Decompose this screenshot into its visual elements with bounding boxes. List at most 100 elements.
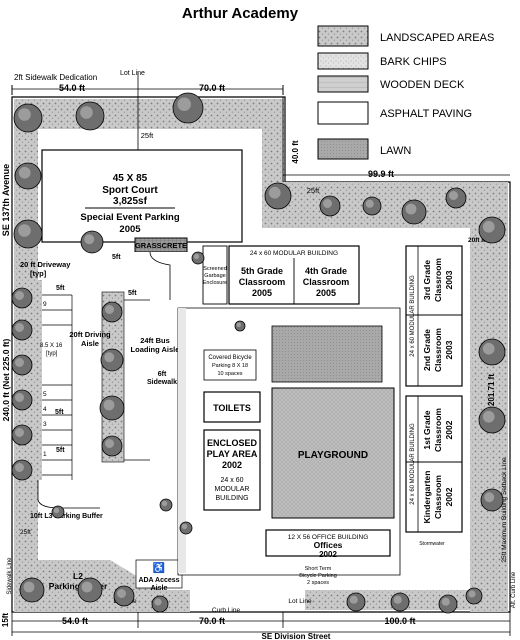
short-term-3: 2 spaces [307,580,329,586]
dim-top-mid: 70.0 ft [199,83,225,93]
enclosed-label-1: ENCLOSED [207,438,258,448]
tree-highlight [449,191,458,200]
bike-label-2: Parking 8 X 18 [212,363,248,369]
five-ft-d: 5ft [56,447,65,454]
driving-aisle-label-2: Aisle [81,339,99,348]
tree-highlight [81,581,93,593]
bottom-dimensions [11,560,511,636]
grade4-label: 4th Grade [305,266,347,276]
tree-highlight [18,108,31,121]
ada-label-2: Aisle [151,585,168,592]
tree-highlight [365,199,374,208]
tree-highlight [181,523,188,530]
five-ft-e: 5ft [112,254,121,261]
modular-east-top-label: 24 x 60 MODULAR BUILDING [410,275,416,357]
legend-label-asphalt: ASPHALT PAVING [380,108,472,120]
modular-east-bottom [405,395,463,533]
tree-highlight [482,220,495,233]
tree-highlight [193,253,200,260]
grade5-label: 5th Grade [241,266,283,276]
modular-east-top [405,245,463,387]
grade3-label: 3rd Grade [422,260,432,300]
tree-highlight [15,463,24,472]
dim-bottom-west: 54.0 ft [62,616,88,626]
tree-highlight [177,97,191,111]
office-size: 12 X 56 OFFICE BUILDING [288,534,369,541]
enclosed-year: 2002 [222,460,242,470]
playground-label: PLAYGROUND [298,450,368,461]
dim-setback-right: 25ft [307,186,320,195]
sport-court-size: 45 X 85 [113,173,148,184]
tree-highlight [154,598,162,606]
tree-highlight [104,352,115,363]
driveway-label: 20 ft Driveway [20,260,71,269]
dim-east-side: 201.71 ft [487,374,496,406]
stall-1: 1 [43,451,47,458]
tree-highlight [53,507,60,514]
bike-label-3: 10 spaces [217,371,242,377]
office-building [265,529,391,557]
modular-east-bottom-label: 24 x 60 MODULAR BUILDING [410,423,416,505]
tree-highlight [393,595,402,604]
legend-swatch-bark [317,52,369,70]
office-year: 2002 [319,550,337,559]
driving-aisle-label: 20ft Driving [69,330,111,339]
kinder-label-2: Classroom [433,475,443,519]
legend-swatch-lawn [317,138,369,160]
playground [271,387,395,519]
tree-highlight [482,342,495,355]
lot-line-label-bm: Lot Line [288,598,312,605]
garbage-label-2: Garbage [204,273,225,279]
dim-west-side: 240.0 ft (Net 225.0 ft) [1,338,11,421]
l3-buffer-label: 10ft L3 Parking Buffer [30,513,103,520]
stall-9: 9 [43,301,47,308]
tree-highlight [161,500,168,507]
dim-east-top: 99.9 ft [368,169,394,179]
tree-highlight [105,305,114,314]
legend-label-landscaped: LANDSCAPED AREAS [380,32,494,44]
trees-group [11,92,506,614]
top-dimensions: 2ft Sidewalk Dedication Lot Line 54.0 ft… [11,70,510,195]
stall-5: 5 [43,391,47,398]
stall-3: 3 [43,421,47,428]
tree-highlight [349,595,358,604]
bus-aisle-label: 24ft Bus [140,336,170,345]
grade1-year: 2002 [444,420,454,439]
tree-highlight [15,323,24,332]
sidewalk-dedication-label: 2ft Sidewalk Dedication [14,73,97,82]
tree-highlight [105,439,114,448]
tree-highlight [18,166,31,179]
kinder-label: Kindergarten [422,471,432,524]
modular-top-label: 24 x 60 MODULAR BUILDING [250,250,338,257]
garbage-label-3: Enclosure [203,280,227,286]
page-title: Arthur Academy [182,5,299,22]
lawn-area [271,325,383,383]
legend-swatch-asphalt [317,101,369,125]
grade5-label-2: Classroom [239,277,286,287]
l2-buffer-label: L2 [73,571,83,581]
street-south: SE Division Street [262,632,331,640]
tree-highlight [15,291,24,300]
grade2-year: 2003 [444,340,454,359]
dim-bottom-mid: 70.0 ft [199,616,225,626]
enclosed-label-2: PLAY AREA [207,449,258,459]
tree-highlight [18,224,31,237]
stall-size: 8.5 X 16 [40,343,63,349]
tree-highlight [84,234,95,245]
enclosed-mod-2: MODULAR [214,486,249,493]
grade2-label-2: Classroom [433,328,443,372]
five-ft-b: 5ft [128,290,137,297]
sport-court-area: 3,825sf [113,196,148,207]
garbage-enclosure [202,245,228,305]
kinder-year: 2002 [444,487,454,506]
dim-setback-top: 25ft [141,131,154,140]
grade1-label-2: Classroom [433,408,443,452]
short-term-1: Short Term [305,566,332,572]
ada-label: ADA Access [138,577,179,584]
office-label: Offices [314,540,343,550]
grade2-label: 2nd Grade [422,329,432,371]
legend-swatch-deck [317,75,369,93]
sidewalk-6-label: 6ft [158,371,167,378]
five-ft-c: 5ft [55,409,64,416]
